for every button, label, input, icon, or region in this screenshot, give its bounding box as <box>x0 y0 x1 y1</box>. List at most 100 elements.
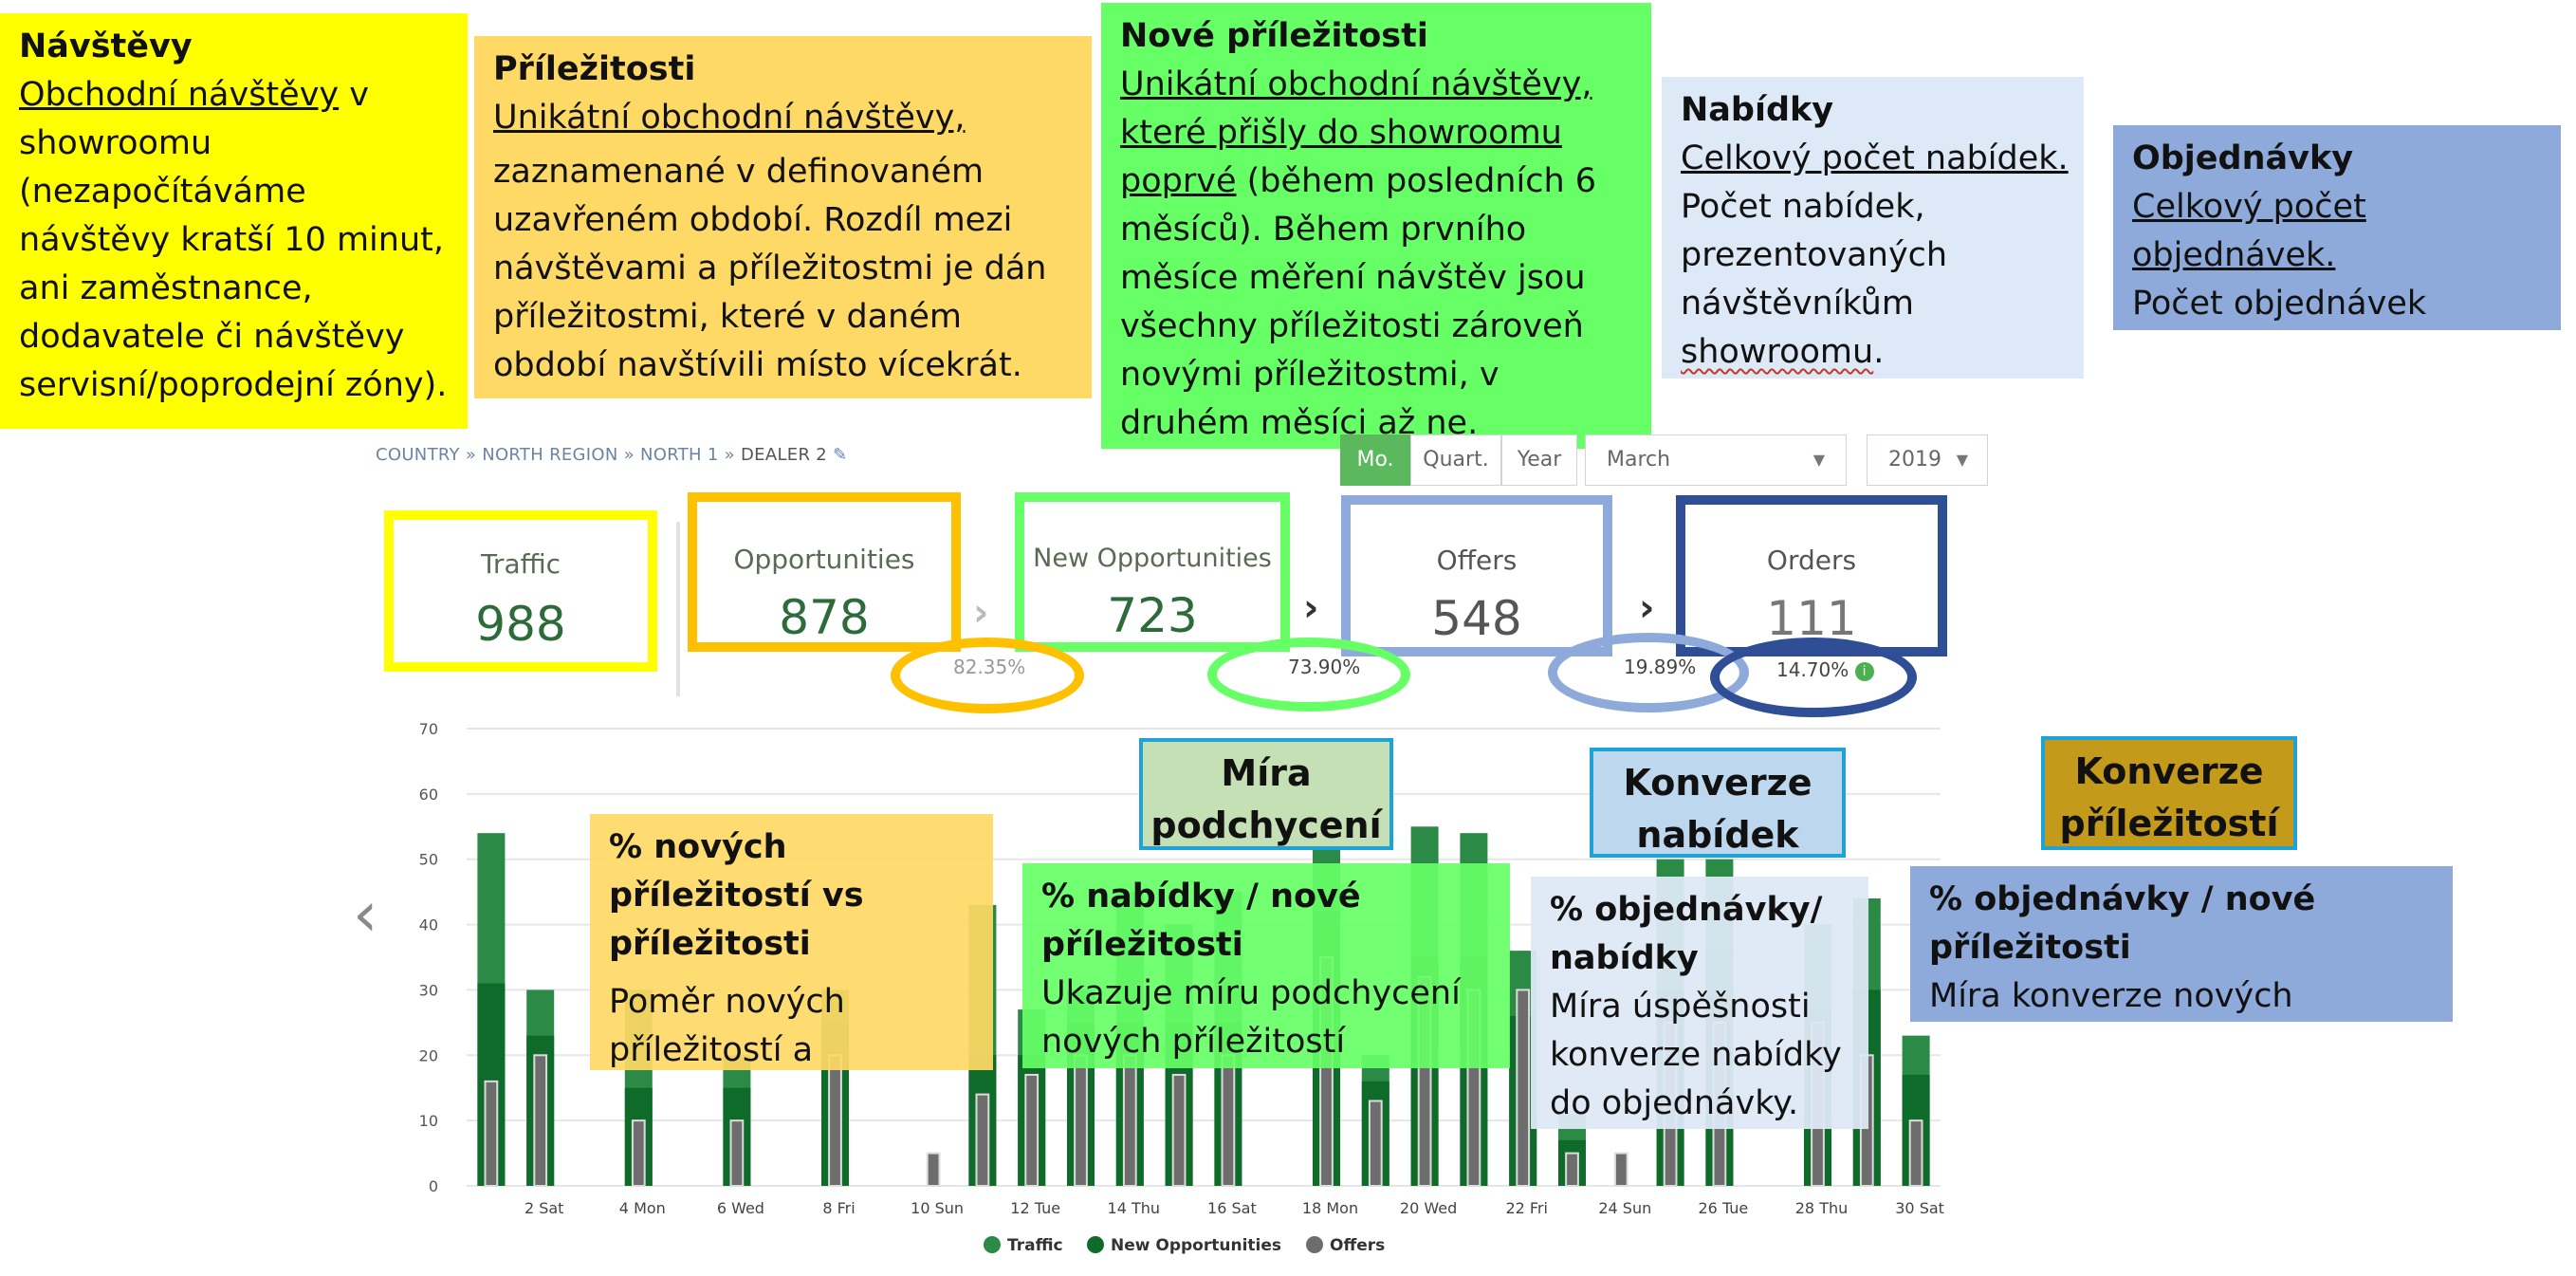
bar-offers <box>1074 1054 1088 1188</box>
period-year-toggle[interactable]: Year <box>1501 435 1577 486</box>
legend-label: New Opportunities <box>1111 1236 1281 1255</box>
y-tick-label: 60 <box>419 786 438 804</box>
breadcrumb-dealer: DEALER 2 <box>741 445 828 465</box>
note-title: % nabídky / nové příležitosti <box>1041 878 1361 964</box>
subtitle-konverze-nabidek: Konverze nabídek <box>1590 748 1846 858</box>
note-body: Míra úspěšnosti konverze nabídky do obje… <box>1550 988 1842 1122</box>
kpi-offers[interactable]: Offers 548 <box>1341 495 1612 656</box>
kpi-value: 723 <box>1107 588 1198 643</box>
kpi-orders[interactable]: Orders 111 <box>1676 495 1947 656</box>
note-title: % nových příležitostí vs příležitosti <box>609 828 864 963</box>
note-body: Míra konverze nových příležitostí na obj… <box>1929 977 2293 1015</box>
note-underline: Obchodní návštěvy <box>19 76 340 114</box>
kpi-value: 548 <box>1431 591 1522 646</box>
x-tick-label: 26 Tue <box>1699 1199 1749 1217</box>
subtitle-konverze-prilezitosti: Konverze příležitostí <box>2041 736 2297 850</box>
kpi-label: Orders <box>1766 545 1857 576</box>
divider <box>676 522 680 696</box>
bar-offers <box>1122 1054 1137 1188</box>
bar-offers <box>631 1119 646 1187</box>
note-title: Objednávky <box>2132 139 2354 177</box>
bar-offers <box>1368 1100 1383 1187</box>
kpi-value: 988 <box>475 597 566 652</box>
bar-offers <box>1024 1073 1040 1188</box>
note-podchyceni: % nabídky / nové příležitosti Ukazuje mí… <box>1022 863 1510 1068</box>
breadcrumb-area[interactable]: NORTH 1 <box>640 445 719 465</box>
x-tick-label: 2 Sat <box>524 1199 564 1217</box>
x-tick-label: 18 Mon <box>1302 1199 1358 1217</box>
kpi-traffic[interactable]: Traffic 988 <box>384 510 657 672</box>
note-title: Návštěvy <box>19 28 193 65</box>
pencil-icon[interactable]: ✎ <box>833 445 848 465</box>
legend-label: Offers <box>1330 1236 1385 1255</box>
bar-offers <box>533 1054 548 1188</box>
y-tick-label: 10 <box>419 1112 438 1130</box>
note-title: % objednávky / nové příležitosti <box>1929 880 2316 967</box>
y-tick-label: 30 <box>419 981 438 999</box>
bar-offers <box>975 1093 990 1187</box>
kpi-value: 878 <box>779 590 870 645</box>
note-title: Příležitosti <box>493 50 696 88</box>
highlight-ring <box>1710 638 1917 717</box>
highlight-ring <box>891 638 1084 713</box>
x-tick-label: 14 Thu <box>1108 1199 1161 1217</box>
note-body: Poměr nových příležitostí a příležitostí… <box>609 983 845 1069</box>
note-body: Počet objednávek nových vozu ze <box>2132 285 2427 323</box>
note-body: (během posledních 6 měsíců). Během první… <box>1120 162 1597 442</box>
bar-offers <box>1908 1119 1923 1187</box>
period-month-toggle[interactable]: Mo. <box>1340 435 1410 486</box>
note-body-end: . <box>1873 333 1885 371</box>
legend-marker <box>1306 1236 1323 1253</box>
note-nabidky: Nabídky Celkový počet nabídek. Počet nab… <box>1662 77 2084 379</box>
bar-offers <box>926 1152 941 1187</box>
y-tick-label: 50 <box>419 851 438 869</box>
kpi-opportunities[interactable]: Opportunities 878 <box>688 492 961 652</box>
y-tick-label: 0 <box>429 1177 438 1195</box>
chevron-right-icon: › <box>973 591 989 635</box>
note-body: v showroomu (nezapočítáváme návštěvy kra… <box>19 76 448 404</box>
breadcrumb-region[interactable]: NORTH REGION <box>482 445 618 465</box>
bar-offers <box>1171 1073 1187 1188</box>
breadcrumb: COUNTRY » NORTH REGION » NORTH 1 » DEALE… <box>376 445 847 465</box>
legend-marker <box>984 1236 1001 1253</box>
note-title: Nové příležitosti <box>1120 17 1428 55</box>
note-body: Počet nabídek, prezentovaných návštěvník… <box>1681 188 1948 323</box>
kpi-new-opportunities[interactable]: New Opportunities 723 <box>1015 492 1290 652</box>
y-tick-label: 40 <box>419 916 438 934</box>
x-tick-label: 24 Sun <box>1598 1199 1651 1217</box>
x-tick-label: 20 Wed <box>1400 1199 1457 1217</box>
kpi-label: Opportunities <box>733 544 915 575</box>
month-select[interactable]: March ▼ <box>1585 435 1847 486</box>
breadcrumb-sep: » <box>459 445 483 465</box>
x-tick-label: 10 Sun <box>911 1199 964 1217</box>
legend-label: Traffic <box>1007 1236 1063 1255</box>
bar-offers <box>484 1080 499 1188</box>
note-pomer: % nových příležitostí vs příležitosti Po… <box>590 814 993 1070</box>
note-underline: Unikátní obchodní návštěvy, <box>493 99 966 137</box>
y-tick-label: 20 <box>419 1046 438 1064</box>
chevron-down-icon: ▼ <box>1812 451 1825 469</box>
note-body: Ukazuje míru podchycení nových příležito… <box>1041 974 1461 1061</box>
bar-offers <box>1516 989 1531 1188</box>
breadcrumb-sep: » <box>617 445 640 465</box>
note-objednavky: Objednávky Celkový počet objednávek. Poč… <box>2113 125 2561 330</box>
legend-marker <box>1087 1236 1104 1253</box>
breadcrumb-sep: » <box>718 445 741 465</box>
kpi-label: New Opportunities <box>1033 544 1272 573</box>
period-quarter-toggle[interactable]: Quart. <box>1410 435 1501 486</box>
month-select-value: March <box>1607 448 1671 472</box>
year-select[interactable]: 2019 ▼ <box>1867 435 1988 486</box>
x-tick-label: 22 Fri <box>1505 1199 1548 1217</box>
note-konverze-nabidek: % objednávky/ nabídky Míra úspěšnosti ko… <box>1531 877 1868 1129</box>
highlight-ring <box>1207 638 1410 712</box>
chevron-left-icon[interactable]: ‹ <box>353 878 378 951</box>
x-tick-label: 8 Fri <box>822 1199 855 1217</box>
x-tick-label: 12 Tue <box>1010 1199 1060 1217</box>
bar-offers <box>729 1119 745 1187</box>
note-underline: Celkový počet nabídek. <box>1681 139 2069 177</box>
x-tick-label: 4 Mon <box>619 1199 666 1217</box>
breadcrumb-country[interactable]: COUNTRY <box>376 445 460 465</box>
note-body-word: showroomu <box>1681 333 1874 371</box>
chevron-down-icon: ▼ <box>1956 451 1968 469</box>
kpi-label: Traffic <box>480 548 561 580</box>
